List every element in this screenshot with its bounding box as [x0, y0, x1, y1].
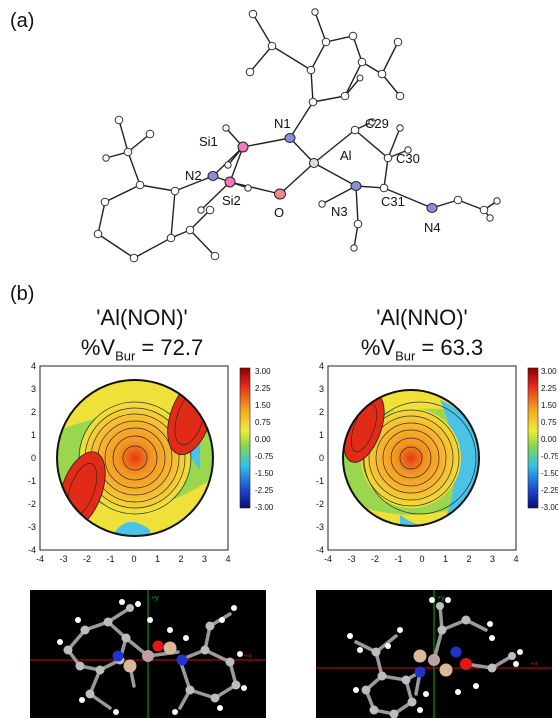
svg-text:-4: -4	[316, 545, 324, 555]
label-si1: Si1	[199, 134, 218, 149]
svg-text:-1.50: -1.50	[541, 469, 558, 478]
svg-text:2: 2	[319, 407, 324, 417]
svg-text:-0.75: -0.75	[255, 452, 274, 461]
svg-text:-4: -4	[28, 545, 36, 555]
map-left: -4 -3 -2 -1 0 1 2 3 4 4 3 2 1 0 -1 -2 -3…	[28, 361, 274, 564]
svg-text:-4: -4	[324, 554, 332, 564]
map-left-y-ticks: 4 3 2 1 0 -1 -2 -3 -4	[28, 361, 36, 555]
svg-text:0.00: 0.00	[255, 435, 271, 444]
panel-b-label: (b)	[10, 283, 35, 305]
svg-text:-0.75: -0.75	[541, 452, 558, 461]
map-left-title: 'Al(NON)'	[96, 305, 188, 330]
map-left-colorbar-ticks: 3.00 2.25 1.50 0.75 0.00 -0.75 -1.50 -2.…	[255, 367, 274, 512]
svg-text:1.50: 1.50	[541, 401, 557, 410]
svg-text:-2: -2	[83, 554, 91, 564]
map-right-colorbar	[527, 367, 539, 509]
svg-text:0.75: 0.75	[541, 418, 557, 427]
map-right-frame	[327, 365, 517, 551]
svg-text:-3: -3	[316, 522, 324, 532]
svg-text:-2: -2	[28, 499, 36, 509]
render-left: +y +x	[30, 590, 266, 718]
label-n2: N2	[185, 168, 202, 183]
svg-text:-2: -2	[316, 499, 324, 509]
render-right-y-label: +y	[437, 595, 445, 602]
svg-text:-3: -3	[28, 522, 36, 532]
svg-text:0.75: 0.75	[255, 418, 271, 427]
svg-text:4: 4	[513, 554, 518, 564]
map-right-x-ticks: -4 -3 -2 -1 0 1 2 3 4	[324, 554, 519, 564]
svg-text:0: 0	[419, 554, 424, 564]
label-n3: N3	[331, 204, 348, 219]
svg-text:2: 2	[178, 554, 183, 564]
svg-text:-1: -1	[394, 554, 402, 564]
svg-text:3: 3	[31, 384, 36, 394]
label-c31: C31	[381, 194, 405, 209]
panel-a-label: (a)	[10, 10, 35, 32]
label-si2: Si2	[222, 193, 241, 208]
map-right: -4 -3 -2 -1 0 1 2 3 4 4 3 2 1 0 -1 -2 -3…	[316, 361, 558, 564]
svg-text:-2: -2	[371, 554, 379, 564]
svg-text:-1: -1	[28, 476, 36, 486]
svg-text:-2.25: -2.25	[541, 486, 558, 495]
svg-text:-1.50: -1.50	[255, 469, 274, 478]
svg-text:2.25: 2.25	[541, 384, 557, 393]
label-o: O	[274, 205, 284, 220]
svg-text:1: 1	[319, 430, 324, 440]
svg-text:-2.25: -2.25	[255, 486, 274, 495]
label-al: Al	[340, 148, 352, 163]
svg-text:-3: -3	[347, 554, 355, 564]
svg-text:1: 1	[31, 430, 36, 440]
heteroatoms	[207, 133, 438, 213]
svg-text:3.00: 3.00	[255, 367, 271, 376]
molecular-structure-diagram: Si1 Si2 N1 N2 N3 N4 Al O C29 C30 C31	[93, 8, 501, 263]
svg-text:0: 0	[319, 453, 324, 463]
svg-text:4: 4	[225, 554, 230, 564]
svg-text:-3.00: -3.00	[255, 503, 274, 512]
label-n1: N1	[274, 116, 291, 131]
svg-text:4: 4	[319, 361, 324, 371]
label-c29: C29	[365, 116, 389, 131]
render-right: +y +x	[316, 590, 552, 718]
render-left-x-label: +x	[244, 653, 252, 660]
svg-text:2: 2	[31, 407, 36, 417]
render-left-y-label: +y	[151, 595, 159, 602]
label-c30: C30	[396, 151, 420, 166]
svg-text:0: 0	[131, 554, 136, 564]
map-right-vbur: %VBur = 63.3	[360, 335, 484, 364]
map-left-x-ticks: -4 -3 -2 -1 0 1 2 3 4	[36, 554, 231, 564]
svg-text:1: 1	[155, 554, 160, 564]
map-left-frame	[39, 365, 229, 551]
svg-text:-3.00: -3.00	[541, 503, 558, 512]
svg-text:0.00: 0.00	[541, 435, 557, 444]
svg-text:-3: -3	[59, 554, 67, 564]
map-left-colorbar	[239, 367, 251, 509]
steric-maps: -4 -3 -2 -1 0 1 2 3 4 4 3 2 1 0 -1 -2 -3…	[28, 361, 558, 564]
svg-text:-1: -1	[316, 476, 324, 486]
label-n4: N4	[424, 220, 441, 235]
svg-text:-4: -4	[36, 554, 44, 564]
svg-text:0: 0	[31, 453, 36, 463]
svg-text:-1: -1	[106, 554, 114, 564]
svg-text:1.50: 1.50	[255, 401, 271, 410]
svg-text:3.00: 3.00	[541, 367, 557, 376]
map-right-colorbar-ticks: 3.00 2.25 1.50 0.75 0.00 -0.75 -1.50 -2.…	[541, 367, 558, 512]
svg-text:2: 2	[466, 554, 471, 564]
svg-text:3: 3	[319, 384, 324, 394]
svg-text:2.25: 2.25	[255, 384, 271, 393]
svg-text:3: 3	[490, 554, 495, 564]
svg-text:3: 3	[202, 554, 207, 564]
svg-text:4: 4	[31, 361, 36, 371]
svg-text:1: 1	[443, 554, 448, 564]
map-left-vbur: %VBur = 72.7	[80, 335, 204, 364]
render-right-x-label: +x	[530, 661, 538, 668]
carbon-atoms	[93, 8, 501, 263]
map-right-y-ticks: 4 3 2 1 0 -1 -2 -3 -4	[316, 361, 324, 555]
map-right-title: 'Al(NNO)'	[376, 305, 468, 330]
atom-labels: Si1 Si2 N1 N2 N3 N4 Al O C29 C30 C31	[185, 116, 441, 235]
